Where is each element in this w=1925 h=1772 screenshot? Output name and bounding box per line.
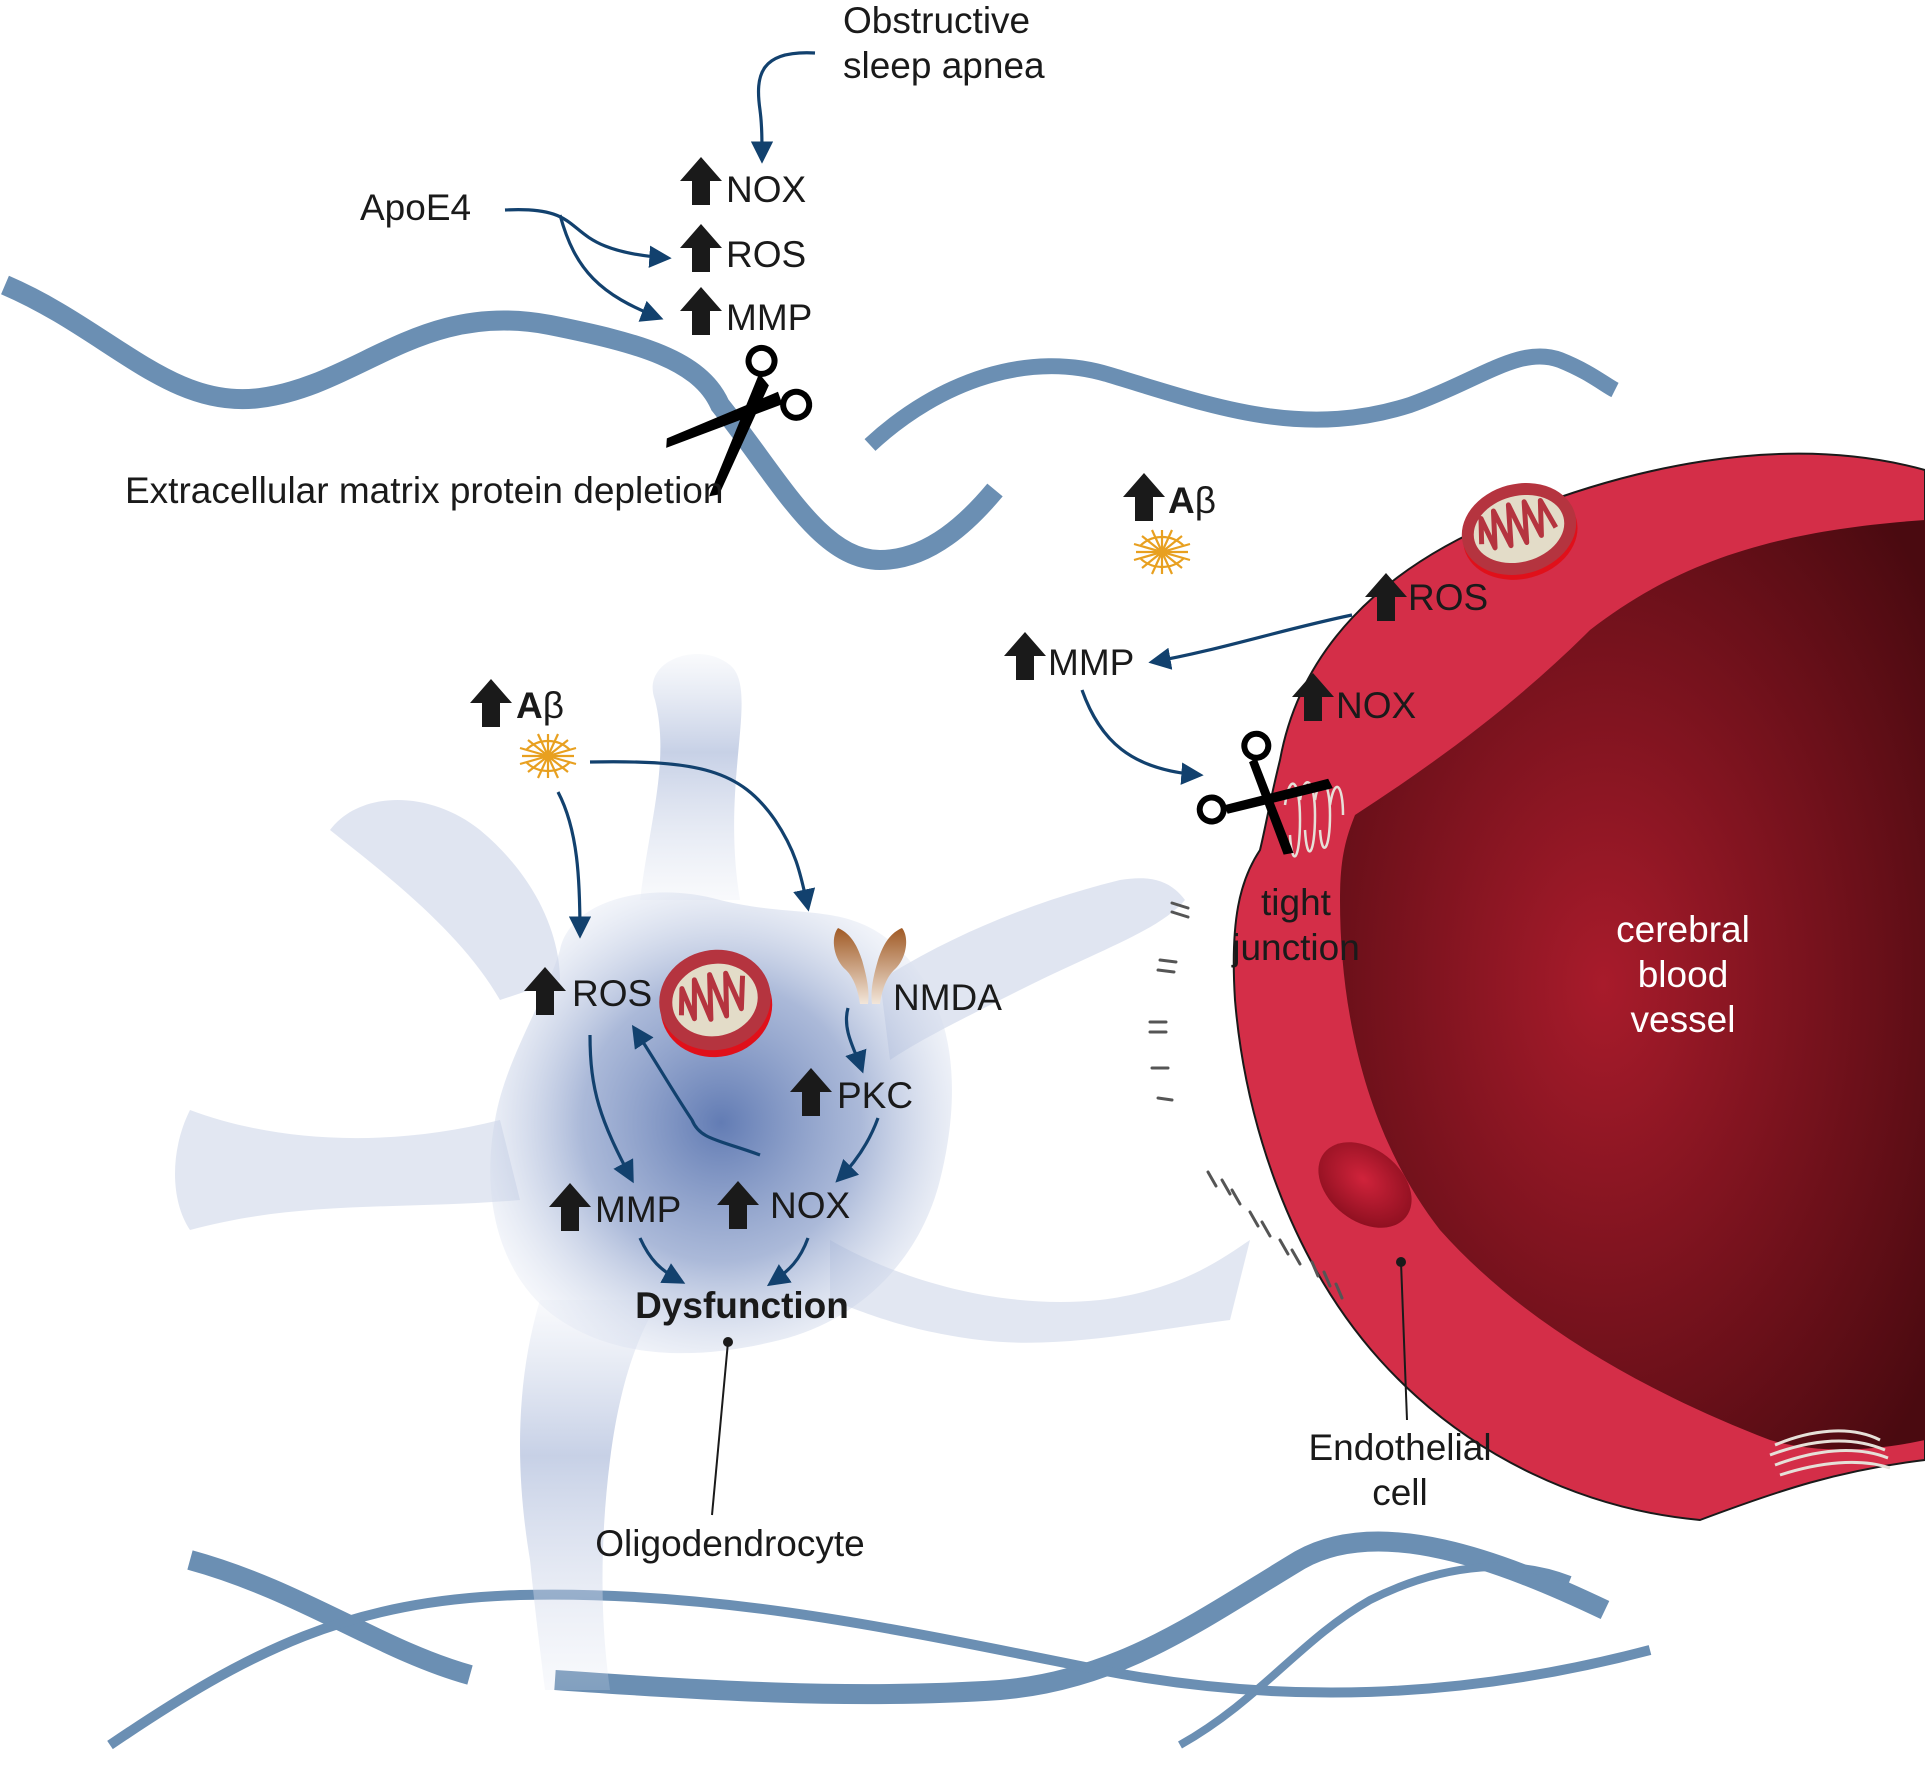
label-osa-line1: Obstructive [843,0,1030,41]
myelin-dashes [1148,901,1344,1300]
cell-process-right-lower [830,1240,1250,1343]
up-arrow-icon [1292,673,1334,721]
arrow-abeta-to-ros [556,791,592,939]
up-arrow-icon [1365,573,1407,621]
arrow-pkc-to-nox [835,1117,880,1183]
label-cell-nox: NOX [770,1185,850,1226]
label-ecm-depletion: Extracellular matrix protein depletion [125,470,723,511]
label-vessel-line3: vessel [1631,999,1736,1040]
cell-process-upper [640,653,742,900]
scissors-icon-vessel [1196,730,1333,855]
leader-lines [711,1257,1408,1516]
arrow-apoe4-to-ros [504,208,672,268]
label-endothelial-line1: Endothelial [1308,1427,1491,1468]
ecm-fiber-top-right [864,348,1619,451]
label-top-ros: ROS [726,234,806,275]
arrow-vessel-ros-to-mmp [1148,613,1353,670]
text-labels: Obstructive sleep apnea ApoE4 NOX ROS MM… [125,0,1750,1564]
ecm-fiber-bottom-2 [554,1531,1610,1705]
ecm-fiber-bottom-4 [1178,1562,1572,1749]
tight-junction-filaments-lower [1769,1429,1891,1477]
ecm-fiber-top-left [1,275,1003,571]
leader-oligodendrocyte [711,1341,729,1516]
up-arrow-icon [680,287,722,335]
label-endothelial-line2: cell [1372,1472,1428,1513]
up-arrow-icon [524,967,566,1015]
cell-process-left-upper [330,800,560,1000]
label-vessel-line1: cerebral [1616,909,1750,950]
label-abeta-vessel: Aβ [1168,480,1216,521]
increase-arrows [470,157,1407,1231]
amyloid-beta-cluster-cell [519,733,577,779]
arrow-ros-to-mmp [588,1034,634,1184]
cell-process-bottom [520,1300,660,1690]
label-osa-line2: sleep apnea [843,45,1045,86]
up-arrow-icon [1123,473,1165,521]
label-nmda: NMDA [893,977,1002,1018]
up-arrow-icon [680,157,722,205]
arrow-mmp-to-dysfunction [638,1237,686,1284]
label-dysfunction: Dysfunction [635,1285,849,1326]
cell-mitochondrion [659,949,773,1058]
up-arrow-icon [470,679,512,727]
cell-body [490,892,952,1354]
label-tight-junction-line1: tight [1261,882,1332,923]
abeta-letter: A [1168,480,1195,521]
arrow-osa-to-nox [750,51,816,164]
arrow-abeta-to-nmda [589,760,816,912]
arrow-apoe4-to-mmp [558,214,664,322]
cell-process-right [880,878,1185,1060]
label-cell-ros: ROS [572,973,652,1014]
arrow-nmda-to-pkc [844,1007,867,1074]
arrow-nox-to-dysfunction [766,1237,810,1287]
scissors-icon-ecm [666,344,813,497]
endothelial-nucleus [1318,1142,1412,1228]
label-pkc: PKC [837,1075,913,1116]
label-vessel-ros: ROS [1408,577,1488,618]
label-vessel-mmp: MMP [1048,642,1134,683]
ecm-fiber-bottom-3 [107,1589,1652,1750]
label-top-nox: NOX [726,169,806,210]
amyloid-beta-cluster-vessel [1133,529,1191,575]
up-arrow-icon [1004,632,1046,680]
leader-endothelial [1400,1261,1408,1421]
arrow-nox-to-ros [631,1024,761,1157]
vessel-lumen [1340,520,1925,1450]
leader-dot-oligodendrocyte [723,1337,733,1347]
label-abeta-cell: Aβ [516,685,564,726]
label-vessel-nox: NOX [1336,685,1416,726]
ecm-fiber-bottom-1 [187,1550,473,1685]
up-arrow-icon [717,1181,759,1229]
label-cell-mmp: MMP [595,1189,681,1230]
abeta-letter: A [516,685,543,726]
label-tight-junction-line2: junction [1231,927,1360,968]
arrow-vessel-mmp-to-scissors [1080,689,1204,785]
abeta-beta: β [1195,480,1216,521]
cell-process-left [175,1110,520,1230]
pathway-arrows [504,51,1353,1287]
up-arrow-icon [790,1068,832,1116]
cerebral-blood-vessel [1232,452,1925,1522]
up-arrow-icon [549,1183,591,1231]
nmda-receptor-icon [833,928,907,1004]
label-vessel-line2: blood [1638,954,1729,995]
label-apoe4: ApoE4 [360,187,471,228]
ecm-fibers [1,275,1652,1750]
abeta-beta: β [543,685,564,726]
label-top-mmp: MMP [726,297,812,338]
oligodendrocyte-cell [175,653,1250,1690]
label-oligodendrocyte: Oligodendrocyte [595,1523,864,1564]
up-arrow-icon [680,224,722,272]
vessel-mitochondrion [1461,483,1578,580]
leader-dot-endothelial [1396,1257,1406,1267]
